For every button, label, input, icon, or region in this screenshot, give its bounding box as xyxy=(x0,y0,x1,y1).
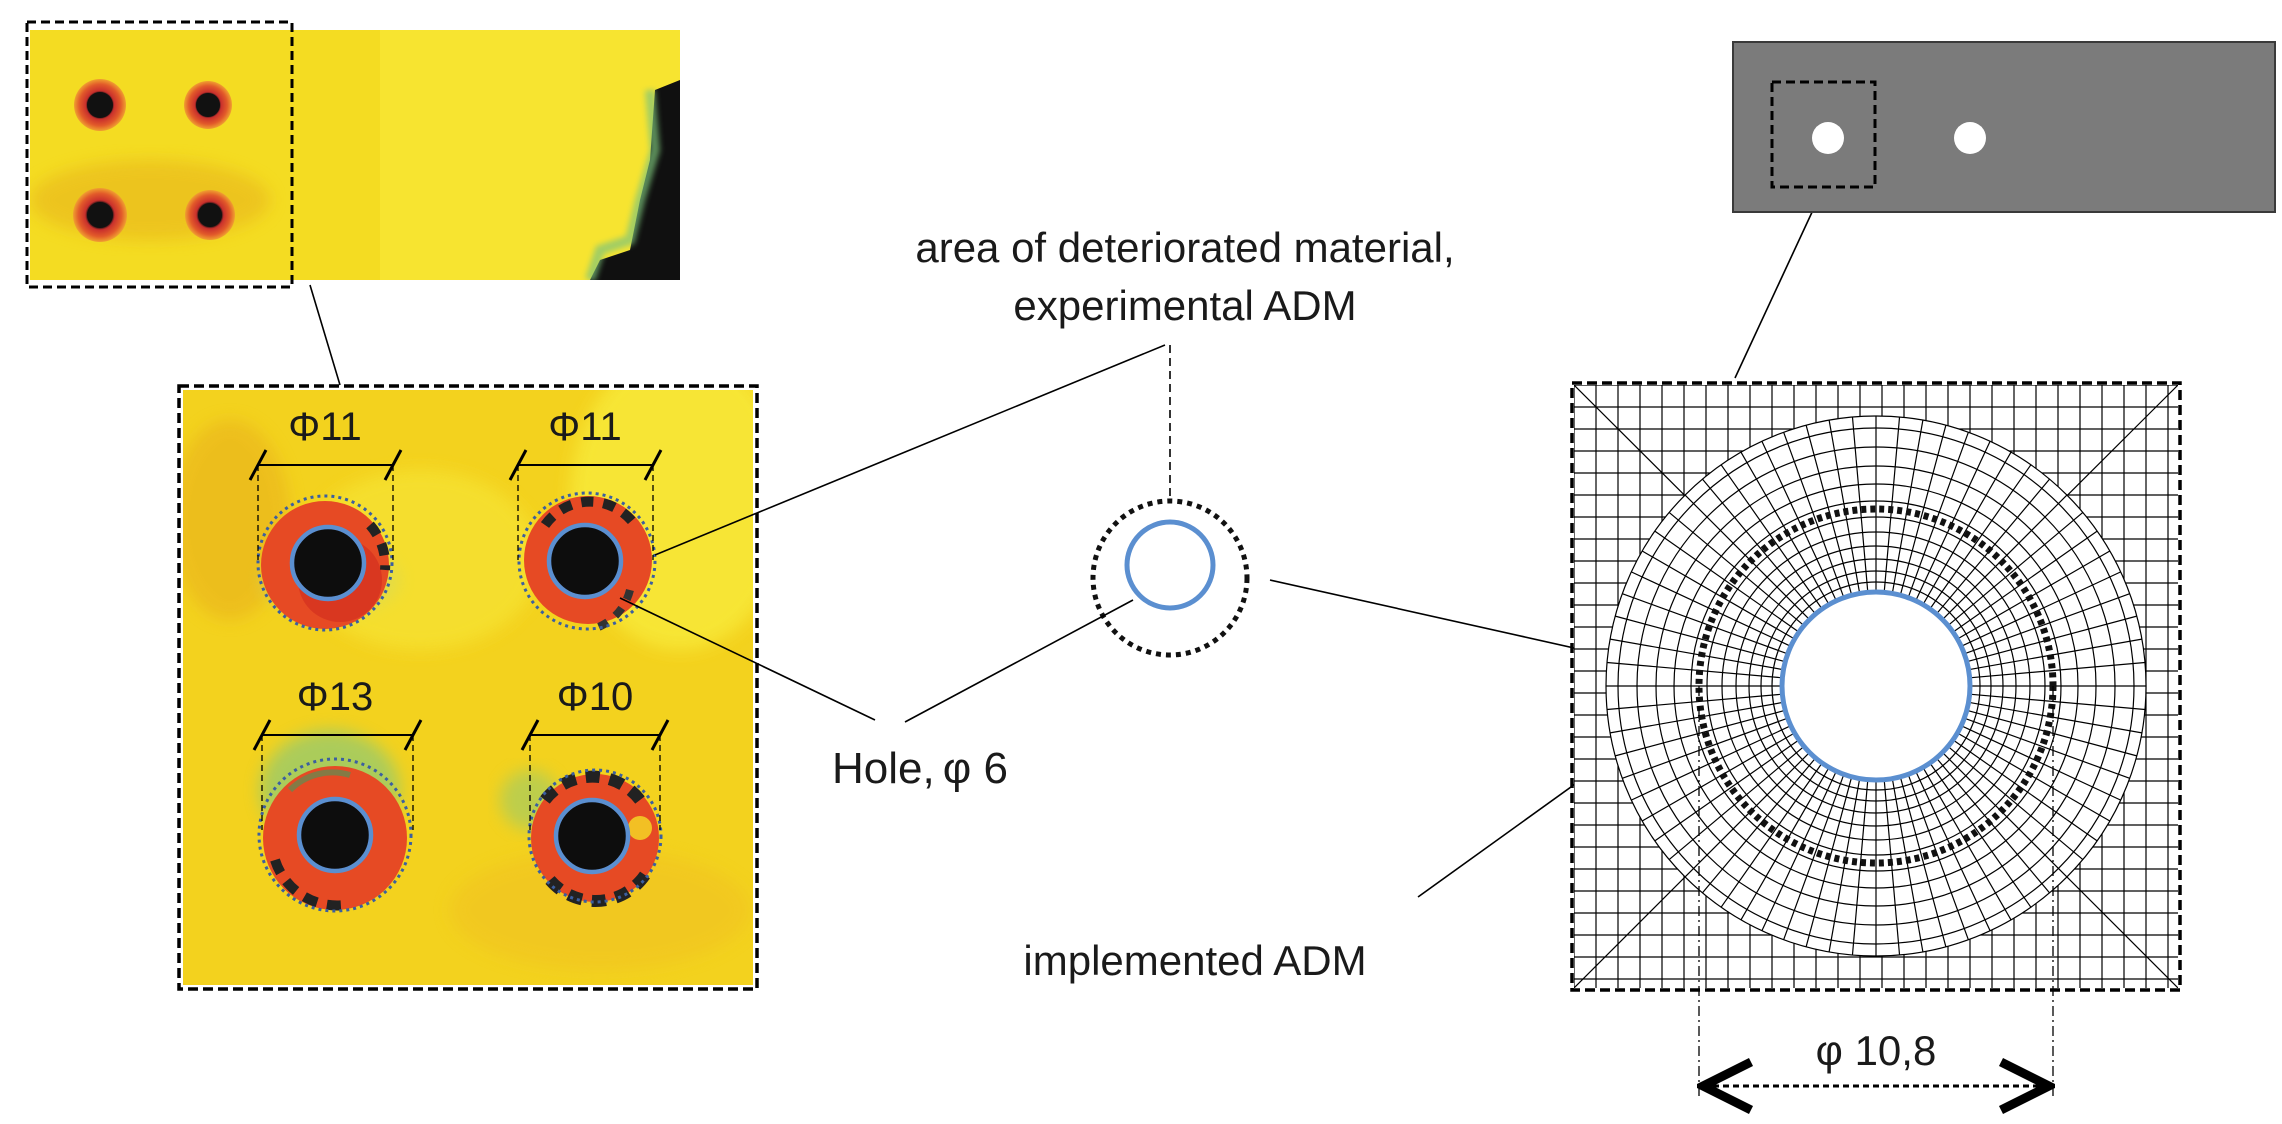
thermal-strip xyxy=(30,30,680,280)
thermal-zoom-frame xyxy=(177,384,759,991)
thermal-hole-3 xyxy=(73,188,127,242)
center-schematic xyxy=(1090,498,1250,658)
hole-top-left xyxy=(261,501,391,629)
center-hole-circle xyxy=(1124,519,1216,611)
hole-bottom-left xyxy=(263,766,407,911)
hole-top-right xyxy=(524,496,652,634)
fe-mesh-frame xyxy=(1570,381,2182,992)
diameter-label-top-right: Φ11 xyxy=(548,405,621,449)
zoom-leader-left xyxy=(309,284,341,386)
mesh-hole xyxy=(1779,589,1973,783)
plate-overview xyxy=(1732,41,2276,213)
thermal-hole-1 xyxy=(74,79,126,131)
thermal-strip-zoom-box xyxy=(25,20,294,289)
thermal-hole-4 xyxy=(185,190,235,240)
hole-bottom-right xyxy=(531,770,659,907)
diameter-label-bottom-left: Φ13 xyxy=(297,675,373,719)
hole-label: Hole,φ 6 xyxy=(832,744,1008,793)
experimental-adm-circles xyxy=(256,491,663,913)
hole-outlines xyxy=(289,522,631,875)
thermal-hole-2 xyxy=(184,81,232,129)
adm-dimension-label: φ 10,8 xyxy=(1816,1027,1937,1074)
thermal-zoom-panel xyxy=(183,390,753,985)
area-label-line2: experimental ADM xyxy=(1013,282,1356,329)
diameter-label-bottom-right: Φ10 xyxy=(557,675,633,719)
fe-mesh xyxy=(1574,385,2178,988)
dimension-bars xyxy=(248,449,670,830)
hole-label-text: Hole, xyxy=(832,744,935,793)
center-adm-circle xyxy=(1090,498,1250,658)
implemented-adm-label: implemented ADM xyxy=(1023,937,1366,984)
plate-hole-2 xyxy=(1954,122,1986,154)
plate-hole-1 xyxy=(1812,122,1844,154)
area-label-line1: area of deteriorated material, xyxy=(915,224,1454,271)
adm-dimension xyxy=(1699,686,2053,1098)
leader-lines xyxy=(619,194,1821,898)
hole-label-diameter: φ 6 xyxy=(943,744,1008,793)
diameter-label-top-left: Φ11 xyxy=(288,405,361,449)
plate-zoom-box xyxy=(1770,80,1877,189)
